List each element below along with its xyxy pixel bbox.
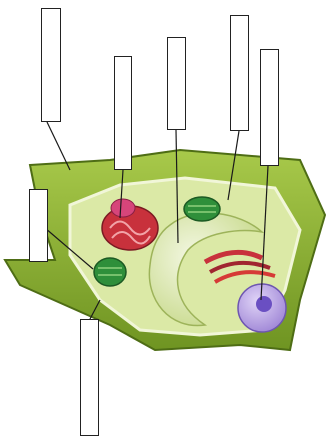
label-box-cell-wall[interactable] — [41, 8, 61, 122]
chloroplast — [184, 197, 220, 221]
nucleolus — [256, 296, 272, 312]
label-box-mitochondrion[interactable] — [114, 56, 132, 170]
label-box-nucleus[interactable] — [260, 49, 279, 166]
label-box-chloroplast[interactable] — [230, 15, 249, 131]
chloroplast-left — [94, 258, 126, 286]
label-box-vacuole[interactable] — [167, 37, 186, 130]
label-box-chloroplast-left[interactable] — [29, 189, 48, 262]
label-box-cytoplasm[interactable] — [80, 319, 99, 436]
mitochondrion-small — [111, 199, 135, 217]
